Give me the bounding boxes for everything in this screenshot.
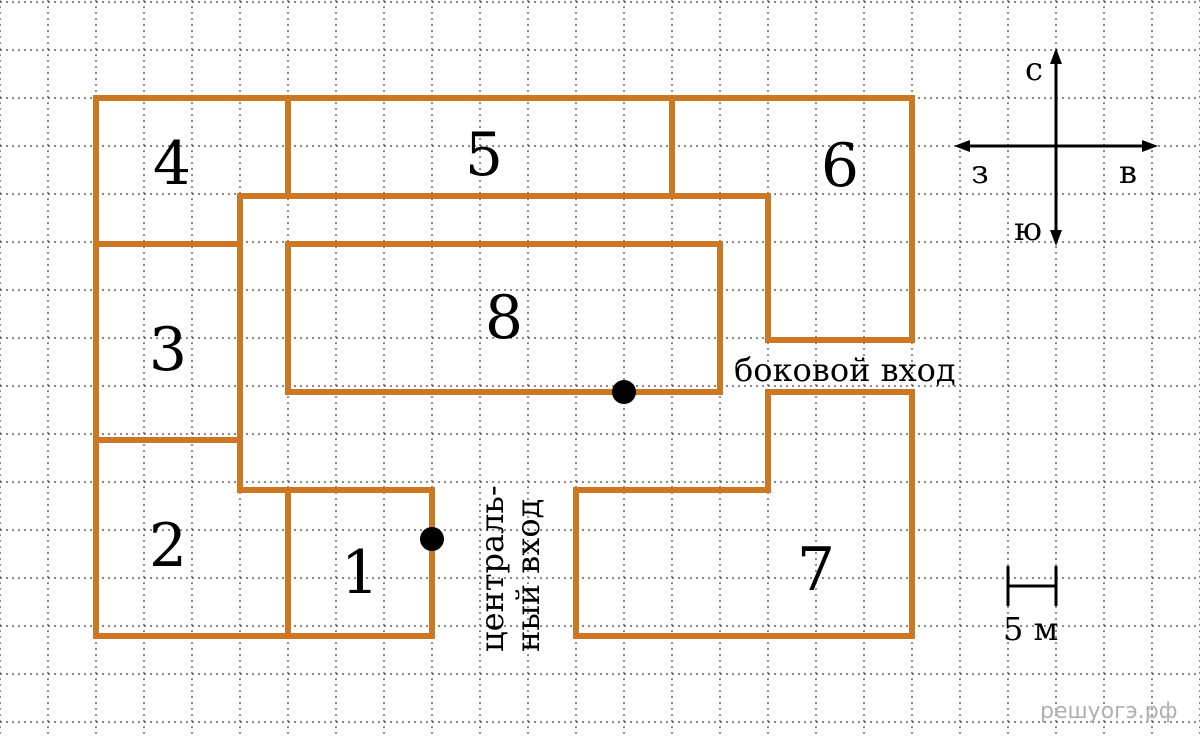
room-labels: 1 2 3 4 5 6 7 8 xyxy=(149,120,859,608)
compass-south-label: ю xyxy=(1014,210,1042,248)
room-label-8: 8 xyxy=(485,283,523,353)
room-label-4: 4 xyxy=(153,129,191,199)
west-arrowhead xyxy=(954,140,970,152)
walls xyxy=(93,95,915,639)
central-entrance-line-2: ный вход xyxy=(509,499,547,652)
room-label-6: 6 xyxy=(821,131,859,201)
room-8-wall xyxy=(285,241,723,395)
central-entrance-line-1: централь- xyxy=(473,485,511,652)
central-entrance-label: централь- ный вход xyxy=(473,485,547,652)
room-label-7: 7 xyxy=(797,535,835,605)
north-arrowhead xyxy=(1050,48,1062,64)
east-arrowhead xyxy=(1142,140,1158,152)
room-label-5: 5 xyxy=(465,120,503,190)
room-8-door-marker xyxy=(612,380,636,404)
outer-wall-upper xyxy=(93,95,915,639)
scale-bar: 5 м xyxy=(1003,566,1058,648)
compass-north-label: с xyxy=(1025,50,1043,88)
compass-west-label: з xyxy=(971,153,988,191)
room-label-2: 2 xyxy=(149,511,187,581)
outer-wall-lower xyxy=(573,389,915,639)
side-entrance-label: боковой вход xyxy=(734,351,956,389)
watermark: решуогэ.рф xyxy=(1040,699,1178,724)
central-entrance-marker xyxy=(420,527,444,551)
compass: с ю з в xyxy=(954,48,1158,248)
compass-east-label: в xyxy=(1119,153,1137,191)
room-label-3: 3 xyxy=(149,315,187,385)
scale-bar-label: 5 м xyxy=(1003,610,1058,648)
south-arrowhead xyxy=(1050,230,1062,246)
room-label-1: 1 xyxy=(341,538,379,608)
